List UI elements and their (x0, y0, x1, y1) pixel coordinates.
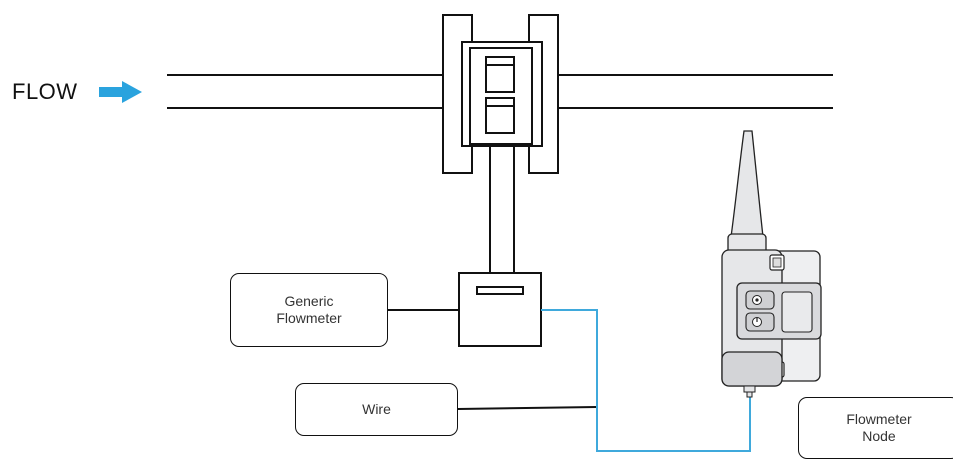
flow-label: FLOW (12, 79, 78, 104)
gear-icon (745, 290, 775, 310)
wire-label: Wire (295, 383, 458, 436)
generic-flowmeter-label: Generic Flowmeter (230, 273, 388, 347)
connector-lines (388, 309, 598, 410)
wire-cable (541, 309, 751, 452)
flowmeter-node-device (721, 130, 822, 398)
flowmeter-node-label: Flowmeter Node (798, 397, 953, 459)
pipe (167, 74, 833, 109)
inline-flow-sensor (442, 14, 559, 347)
flow-arrow-icon (99, 81, 142, 103)
power-button-icon (745, 312, 775, 332)
